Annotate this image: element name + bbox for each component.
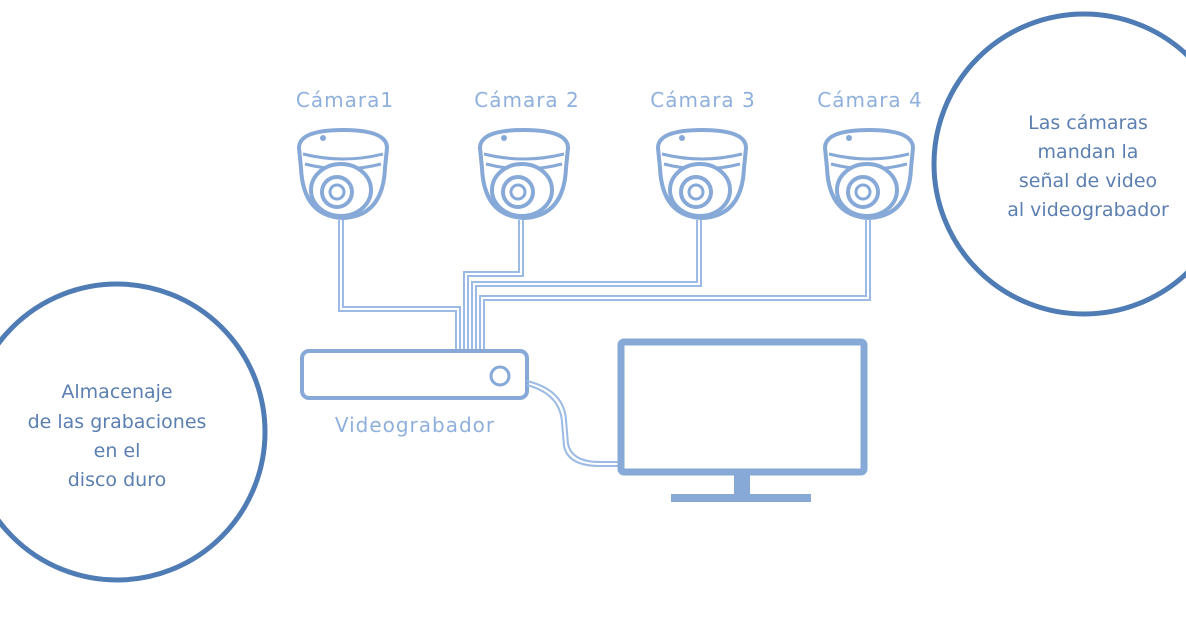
dome-camera-icon [478,128,570,220]
bubble-left-line-2: de las grabaciones [28,411,207,433]
monitor-cable-outer [526,380,621,463]
wire-camera-1 [338,220,457,352]
wire-camera-2 [463,220,520,352]
bubble-right-line-2: mandan la [1038,141,1139,163]
dome-camera-icon [823,128,915,220]
dome-camera-icon [297,128,389,220]
wire-camera-1-inner [342,220,461,352]
bubble-right-circle [931,11,1186,317]
wire-camera-4 [479,220,867,352]
recorder-label: Videograbador [335,413,495,437]
wire-camera-3-inner [475,220,702,352]
bubble-right: Las cámaras mandan la señal de video al … [931,11,1186,317]
camera-3-label: Cámara 3 [650,88,756,112]
bubble-right-line-1: Las cámaras [1028,112,1148,134]
bubble-left-circle [0,281,268,583]
monitor-cable-inner [526,384,621,467]
wire-camera-4-inner [483,220,871,352]
camera-4-label: Cámara 4 [817,88,923,112]
camera-1-label: Cámara1 [296,88,394,112]
monitor-icon [617,338,868,502]
dvr-icon [300,349,529,400]
bubble-left-line-1: Almacenaje [61,381,172,403]
bubble-left-line-3: en el [94,440,141,462]
monitor-cable [526,380,621,467]
wire-camera-2-inner [467,220,524,352]
dome-camera-icon [656,128,748,220]
bubble-left: Almacenaje de las grabaciones en el disc… [0,281,268,583]
camera-wires [338,220,871,352]
bubble-right-line-4: al videograbador [1007,199,1169,221]
bubble-right-line-3: señal de video [1019,170,1157,192]
bubble-left-line-4: disco duro [68,469,166,491]
wire-camera-3 [471,220,698,352]
camera-2-label: Cámara 2 [474,88,580,112]
